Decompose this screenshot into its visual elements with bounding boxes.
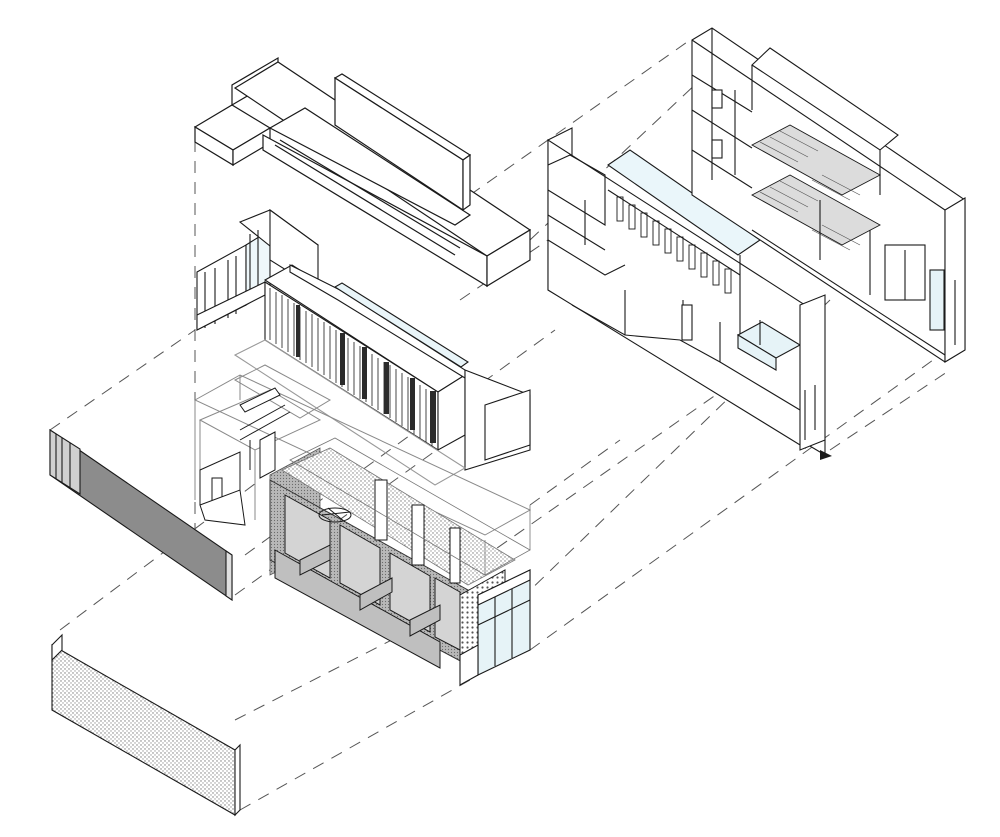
screened-volume [269,437,531,686]
base-wall-component [51,633,241,817]
section-rear-component [691,27,966,363]
section-front-component [547,127,826,456]
left-panel-component [49,428,233,602]
upper-floor-component [196,208,531,486]
roof-component [193,56,532,288]
north-arrow-icon [820,450,832,460]
ground-floor-stair [199,387,291,526]
